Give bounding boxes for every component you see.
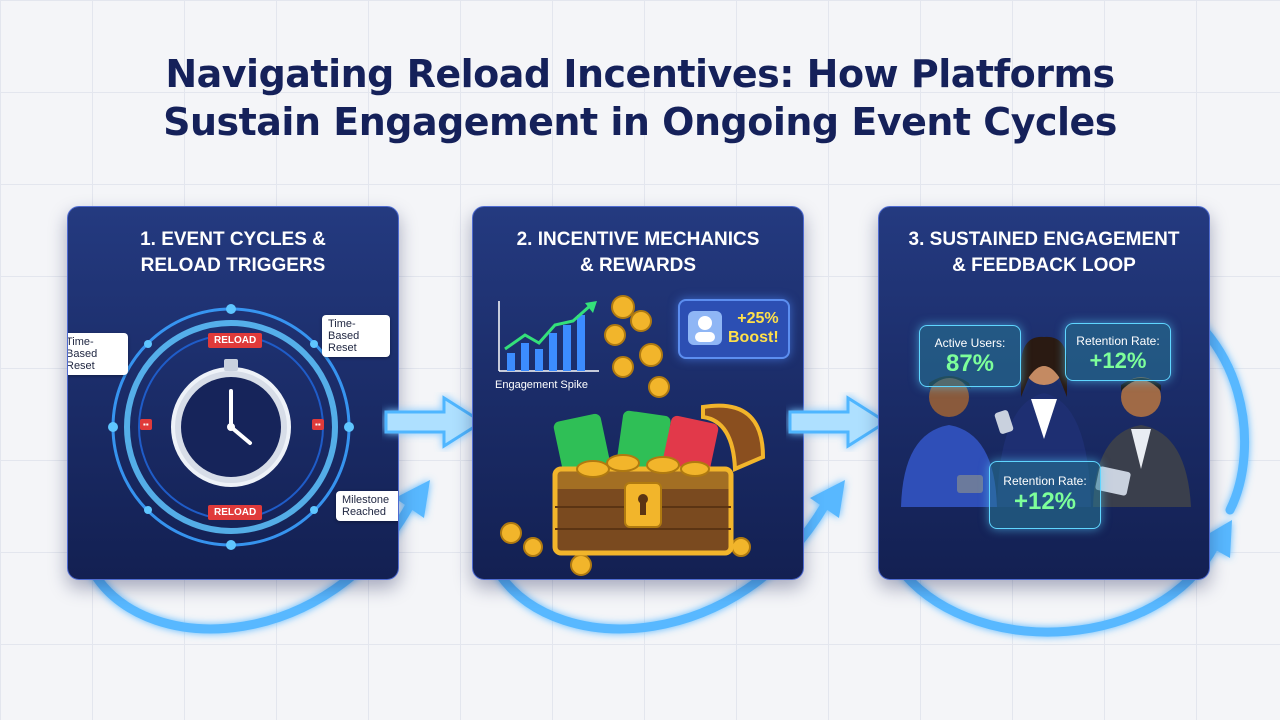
stat-active-users-label: Active Users: (934, 336, 1006, 350)
boost-badge: +25% Boost! (678, 299, 790, 359)
connector-arrow-2 (788, 395, 889, 449)
user-avatar-icon (688, 311, 722, 345)
callout-milestone-reached: Milestone Reached (336, 491, 398, 521)
reload-tag-top: RELOAD (208, 333, 263, 348)
title-line-1: Navigating Reload Incentives: How Platfo… (165, 52, 1115, 96)
loop-arrowhead-2 (810, 480, 845, 518)
stat-retention-bottom-label: Retention Rate: (1003, 474, 1087, 488)
boost-label: Boost! (728, 329, 779, 346)
title-line-2: Sustain Engagement in Ongoing Event Cycl… (163, 100, 1117, 144)
stat-retention-bottom-value: +12% (1013, 488, 1077, 515)
panel-2-heading-line-1: 2. INCENTIVE MECHANICS (516, 229, 760, 250)
stat-retention-rate-top: Retention Rate: +12% (1065, 323, 1171, 381)
panel-3-heading-line-1: 3. SUSTAINED ENGAGEMENT (908, 229, 1180, 250)
stat-retention-rate-bottom: Retention Rate: +12% (989, 461, 1101, 529)
stat-retention-top-label: Retention Rate: (1076, 334, 1160, 348)
stat-active-users: Active Users: 87% (919, 325, 1021, 387)
treasure-chest-icon (500, 295, 766, 576)
panel-3-heading: 3. SUSTAINED ENGAGEMENT & FEEDBACK LOOP (879, 227, 1209, 279)
page-title: Navigating Reload Incentives: How Platfo… (0, 50, 1280, 146)
panel-incentive-mechanics: 2. INCENTIVE MECHANICS & REWARDS Engagem… (472, 206, 804, 580)
stat-active-users-value: 87% (945, 350, 995, 377)
boost-percent: +25% (737, 310, 779, 327)
stat-retention-top-value: +12% (1089, 348, 1147, 373)
reload-tag-bottom: RELOAD (208, 505, 263, 520)
panel-sustained-engagement: 3. SUSTAINED ENGAGEMENT & FEEDBACK LOOP … (878, 206, 1210, 580)
panel-event-cycles: 1. EVENT CYCLES & RELOAD TRIGGERS RELOAD… (67, 206, 399, 580)
panel-2-heading-line-2: & REWARDS (579, 255, 697, 276)
callout-time-based-reset-left: Time-Based Reset (68, 333, 128, 375)
reload-marker-left: ▪▪ (140, 419, 152, 430)
connector-arrow-1 (384, 395, 485, 449)
boost-text: +25% Boost! (728, 309, 779, 347)
panel-1-heading-line-1: 1. EVENT CYCLES & (140, 229, 326, 250)
panel-3-heading-line-2: & FEEDBACK LOOP (952, 255, 1136, 276)
loop-arrowhead-1 (395, 480, 430, 518)
callout-time-based-reset-right: Time-Based Reset (322, 315, 390, 357)
engagement-spike-chart-icon (498, 301, 599, 372)
reload-marker-right: ▪▪ (312, 419, 324, 430)
stopwatch-ring-icon (108, 304, 354, 550)
panel-2-heading: 2. INCENTIVE MECHANICS & REWARDS (473, 227, 803, 279)
panel-1-heading: 1. EVENT CYCLES & RELOAD TRIGGERS (68, 227, 398, 279)
panel-1-heading-line-2: RELOAD TRIGGERS (140, 255, 326, 276)
engagement-spike-label: Engagement Spike (495, 379, 588, 391)
